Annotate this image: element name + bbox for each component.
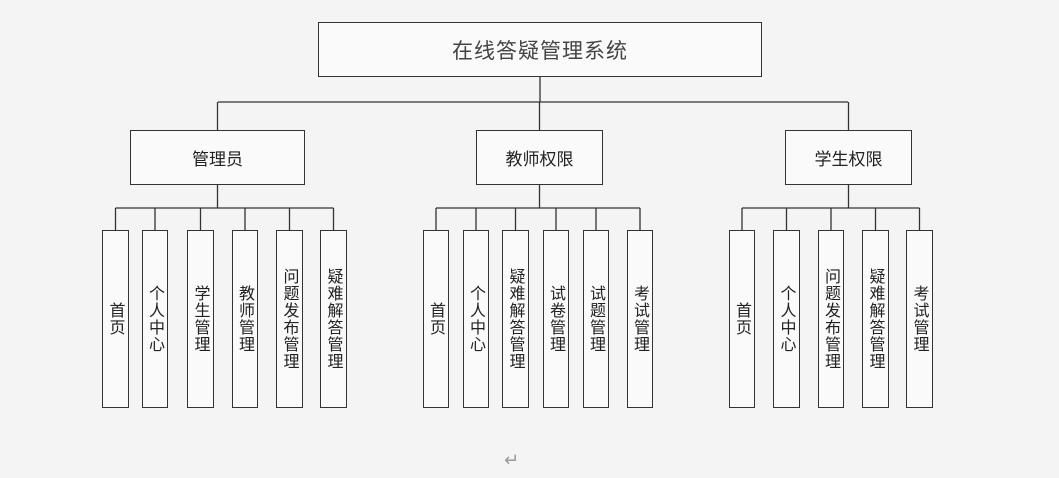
module-node: 试卷管理: [543, 230, 569, 408]
module-label: 首页: [427, 302, 446, 336]
module-label: 考试管理: [910, 285, 930, 353]
module-node: 学生管理: [187, 230, 214, 408]
module-node: 首页: [729, 230, 755, 408]
module-label: 疑难解答管理: [506, 268, 526, 370]
root-node: 在线答疑管理系统: [318, 22, 762, 77]
root-title: 在线答疑管理系统: [452, 38, 628, 63]
module-label: 首页: [733, 302, 752, 336]
role-label: 学生权限: [814, 150, 883, 170]
module-label: 个人中心: [467, 285, 486, 353]
module-label: 疑难解答管理: [324, 268, 344, 370]
module-node: 试题管理: [583, 230, 609, 408]
role-node-2: 学生权限: [785, 130, 912, 185]
module-label: 学生管理: [191, 285, 211, 353]
role-node-1: 教师权限: [476, 130, 603, 185]
module-node: 首页: [102, 230, 129, 408]
module-node: 个人中心: [463, 230, 489, 408]
module-node: 问题发布管理: [818, 230, 844, 408]
module-label: 试卷管理: [547, 285, 566, 353]
module-label: 个人中心: [146, 285, 165, 353]
module-node: 个人中心: [142, 230, 168, 408]
module-label: 疑难解答管理: [866, 268, 886, 370]
module-label: 试题管理: [587, 285, 606, 353]
module-node: 个人中心: [773, 230, 800, 408]
module-label: 首页: [106, 302, 126, 336]
role-label: 教师权限: [505, 150, 574, 170]
module-node: 首页: [423, 230, 449, 408]
module-node: 疑难解答管理: [862, 230, 889, 408]
paragraph-return-icon: ↵: [504, 450, 520, 471]
module-node: 疑难解答管理: [320, 230, 347, 408]
module-label: 问题发布管理: [822, 268, 841, 370]
module-label: 问题发布管理: [280, 268, 300, 370]
module-node: 疑难解答管理: [502, 230, 529, 408]
role-label: 管理员: [192, 150, 243, 170]
module-node: 考试管理: [906, 230, 933, 408]
module-label: 考试管理: [631, 285, 650, 353]
module-node: 考试管理: [627, 230, 653, 408]
module-node: 问题发布管理: [276, 230, 303, 408]
role-node-0: 管理员: [130, 130, 305, 185]
module-node: 教师管理: [232, 230, 258, 408]
module-label: 个人中心: [777, 285, 797, 353]
module-label: 教师管理: [236, 285, 255, 353]
